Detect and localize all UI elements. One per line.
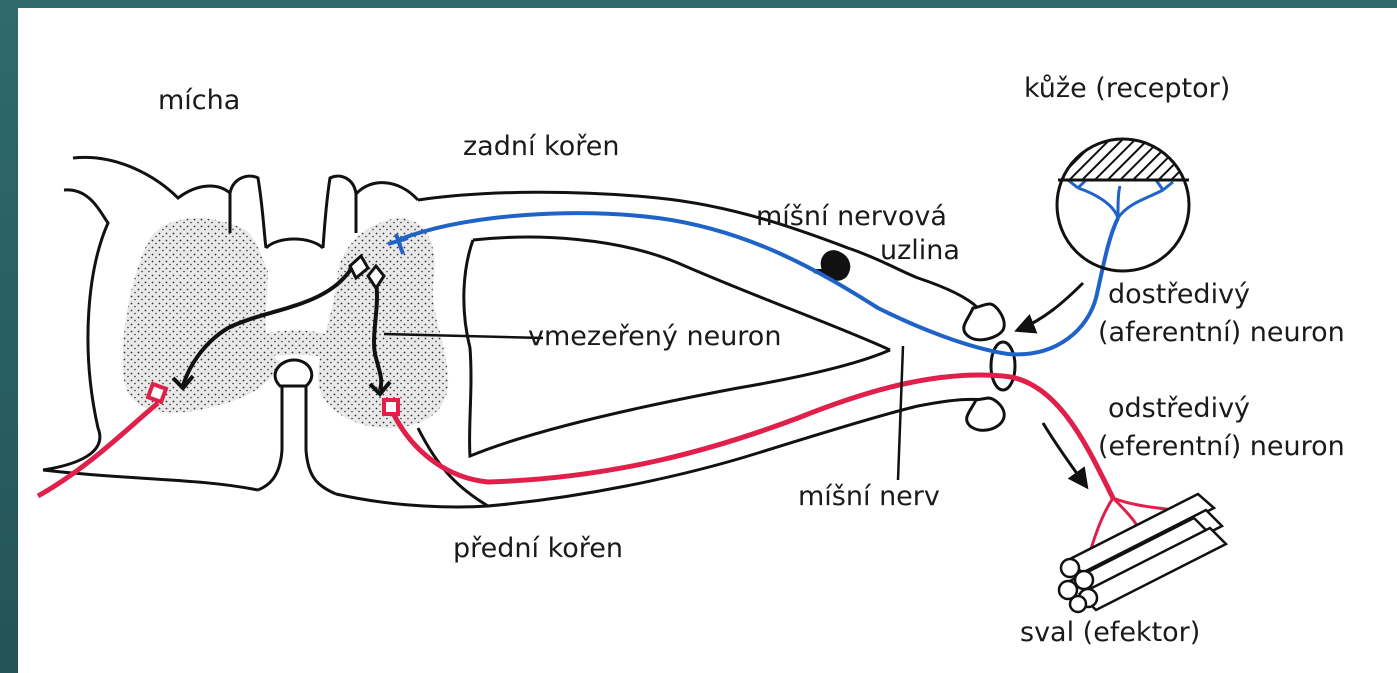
spinal-cord-outline [43,190,108,470]
diagram-canvas: mícha zadní kořen kůže (receptor) míšní … [18,8,1397,673]
muscle-bundle [1059,494,1226,612]
label-misni-nerv: míšní nerv [798,482,940,512]
ganglion-body [813,251,849,280]
label-eferentni-neuron: (eferentní) neuron [1098,432,1345,462]
label-micha: mícha [158,86,240,116]
efferent-right-soma [384,400,398,414]
skin-hatched-layer [1048,128,1208,180]
efferent-left-soma [148,384,166,402]
central-canal [275,360,312,386]
label-zadni-koren: zadní kořen [463,132,619,162]
nerve-stub-top [964,304,1004,340]
afferent-receptor-branches [1068,180,1173,218]
spinal-cord-bottom-outline [43,470,488,507]
gray-matter-right [318,218,448,428]
nerve-stub-bottom [967,398,1005,430]
label-sval: sval (efektor) [1020,618,1200,648]
efferent-neuron-right [393,375,1113,498]
anterior-fissure [258,386,336,494]
label-aferentni-neuron: (aferentní) neuron [1098,318,1345,348]
label-predni-koren: přední kořen [453,534,623,564]
posterior-septum [266,239,323,248]
label-dostredivy: dostředivý [1108,280,1250,310]
efferent-neuron-left [38,403,158,496]
label-misni-nervova: míšní nervová [756,202,947,232]
gray-commissure [248,331,338,361]
afferent-direction-arrow [1018,283,1083,330]
spinal-nerve-pointer-line [898,346,903,480]
label-vmezereny-neuron: vmezeřený neuron [528,322,781,352]
label-kuze: kůže (receptor) [1024,74,1230,104]
spinal-nerve-ring [991,342,1015,390]
label-uzlina: uzlina [880,236,960,266]
label-odstredivy: odstředivý [1108,394,1250,424]
